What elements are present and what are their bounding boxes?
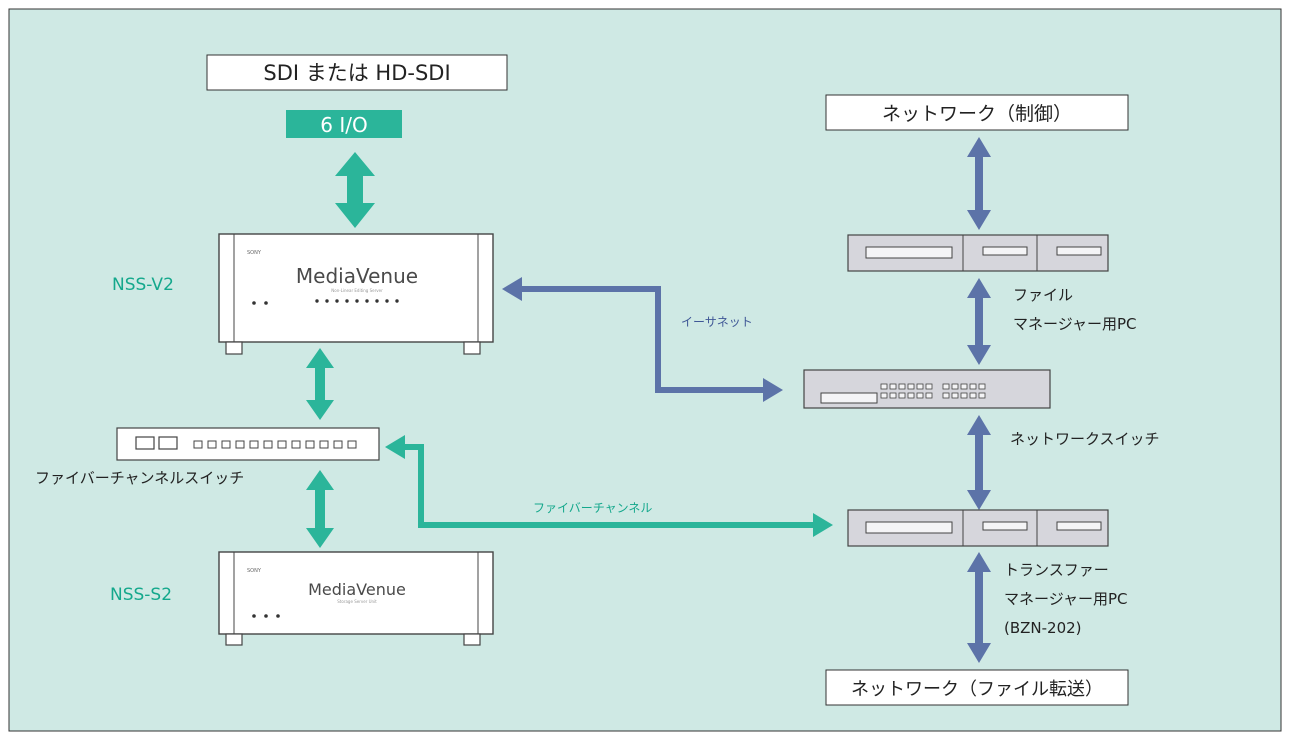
sdi-box-label: SDI または HD-SDI [263, 61, 450, 85]
network-transfer-label: ネットワーク（ファイル転送） [851, 679, 1103, 700]
network-switch [803, 369, 1051, 409]
nss-v2-server: SONY MediaVenue Non-Linear Editing Serve… [218, 233, 494, 355]
switch-transfer-arrow [967, 415, 991, 510]
fibre-link [385, 435, 833, 537]
transfer-manager-label-3: (BZN-202) [1004, 619, 1082, 637]
network-transfer-box [825, 669, 1129, 706]
v2-fc-arrow [306, 348, 334, 420]
pc-switch-arrow [967, 278, 991, 365]
io-badge [286, 110, 402, 138]
fibre-link-label: ファイバーチャンネル [533, 501, 652, 515]
network-switch-label: ネットワークスイッチ [1010, 430, 1160, 448]
ethernet-link [502, 277, 783, 402]
control-pc-arrow [967, 137, 991, 230]
transfer-network-arrow [967, 552, 991, 663]
fc-s2-arrow [306, 470, 334, 548]
nss-v2-product: MediaVenue [296, 264, 418, 288]
fibre-channel-switch [116, 427, 380, 461]
io-badge-label: 6 I/O [320, 113, 367, 137]
nss-s2-server: SONY MediaVenue Storage Server Unit [218, 551, 494, 646]
fibre-switch-label: ファイバーチャンネルスイッチ [35, 469, 244, 487]
file-manager-label-1: ファイル [1013, 286, 1073, 304]
network-control-label: ネットワーク（制御） [882, 103, 1072, 125]
nss-v2-label: NSS-V2 [112, 275, 174, 295]
file-manager-label-2: マネージャー用PC [1013, 315, 1136, 333]
nss-s2-product: MediaVenue [308, 580, 406, 599]
transfer-manager-pc [847, 509, 1109, 547]
ethernet-label: イーサネット [681, 315, 753, 329]
nss-s2-brand: SONY [247, 568, 262, 574]
network-control-box [825, 94, 1129, 131]
transfer-manager-label-2: マネージャー用PC [1004, 590, 1127, 608]
nss-v2-brand: SONY [247, 250, 262, 256]
transfer-manager-label-1: トランスファー [1004, 561, 1109, 579]
sdi-io-arrow [335, 152, 375, 228]
nss-s2-label: NSS-S2 [110, 585, 172, 605]
nss-v2-subtitle: Non-Linear Editing Server [331, 288, 383, 293]
sdi-box [206, 54, 508, 91]
file-manager-pc [847, 234, 1109, 272]
nss-s2-subtitle: Storage Server Unit [337, 599, 377, 604]
